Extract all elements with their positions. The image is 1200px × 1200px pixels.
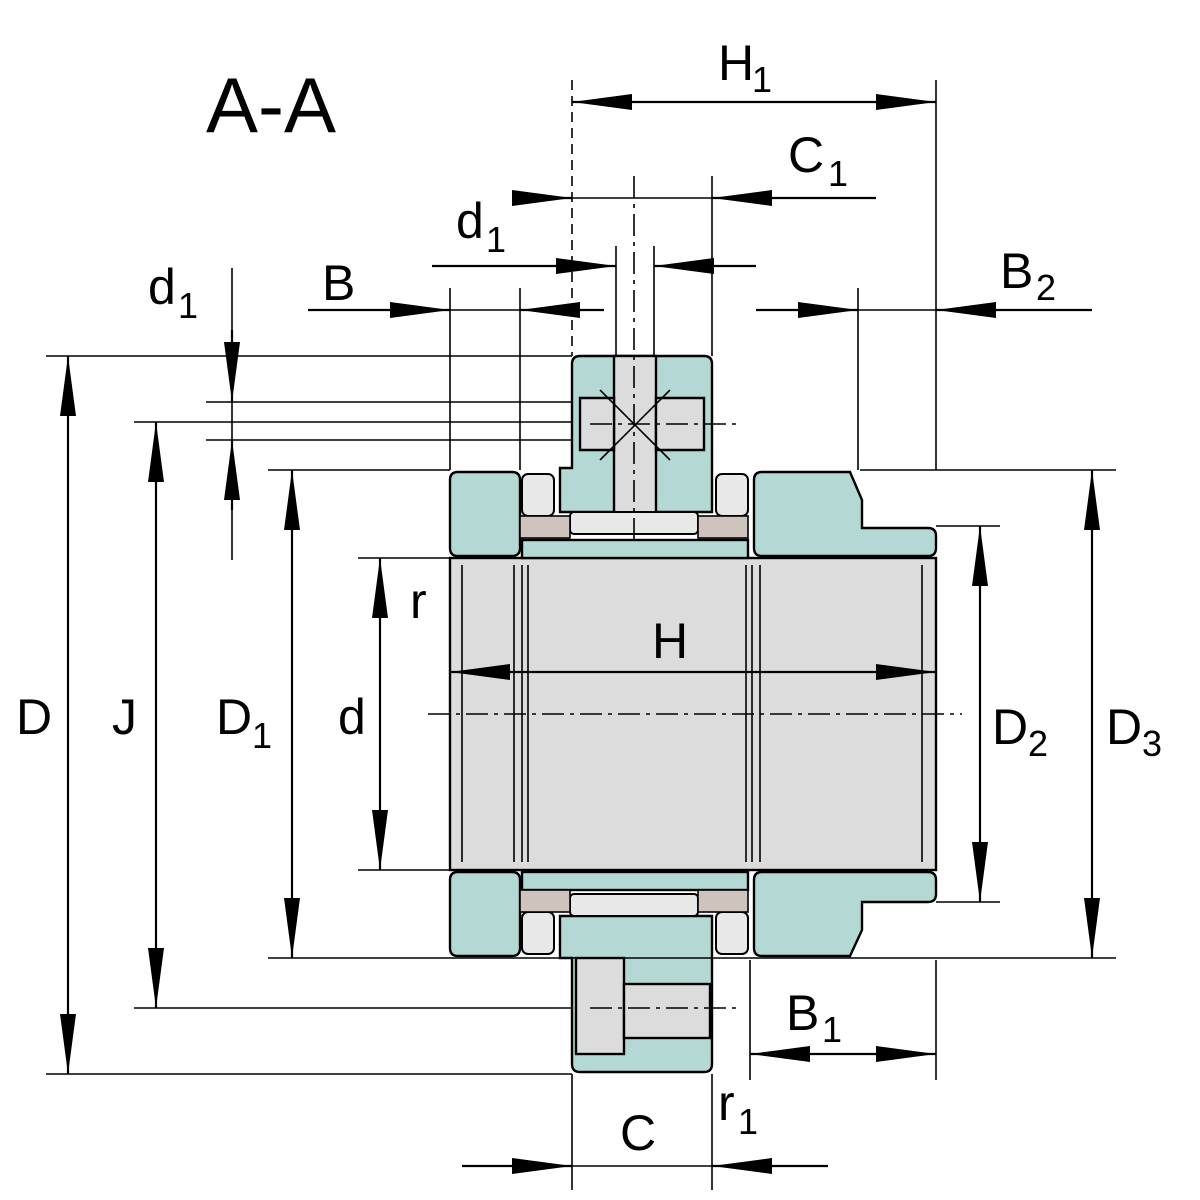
svg-text:1: 1 (822, 1009, 842, 1050)
label-d1-top: d 1 (456, 193, 506, 260)
svg-text:C: C (620, 1105, 656, 1161)
label-B: B (322, 255, 355, 311)
label-C1: C 1 (788, 127, 848, 194)
label-B1: B 1 (786, 985, 842, 1050)
svg-text:1: 1 (738, 1101, 758, 1142)
svg-text:r: r (718, 1075, 735, 1131)
upper-rollers (519, 473, 749, 539)
lower-left-ring (448, 870, 522, 958)
svg-text:1: 1 (486, 219, 506, 260)
svg-text:H: H (718, 35, 754, 91)
svg-text:D: D (992, 699, 1028, 755)
svg-text:d: d (148, 259, 176, 315)
section-title: A-A (206, 61, 336, 149)
lower-flange (558, 914, 714, 1074)
label-H1: H 1 (718, 35, 772, 100)
svg-text:C: C (788, 127, 824, 183)
label-d: d (338, 689, 366, 745)
upper-right-ring (752, 470, 938, 558)
label-r1: r 1 (718, 1075, 758, 1142)
upper-left-ring (448, 470, 522, 558)
svg-text:B: B (786, 985, 819, 1041)
center-lines (428, 176, 962, 1009)
label-r: r (410, 573, 427, 629)
upper-flange (558, 354, 714, 518)
svg-text:H: H (652, 613, 688, 669)
svg-text:D: D (216, 689, 252, 745)
svg-text:2: 2 (1036, 267, 1056, 308)
label-d1-left: d 1 (148, 259, 198, 326)
svg-text:1: 1 (752, 59, 772, 100)
extension-lines (46, 80, 1116, 1190)
label-H: H (652, 613, 688, 669)
label-B2: B 2 (1000, 243, 1056, 308)
svg-text:D: D (1106, 699, 1142, 755)
label-D1: D 1 (216, 689, 272, 756)
svg-text:1: 1 (828, 153, 848, 194)
svg-text:1: 1 (178, 285, 198, 326)
svg-text:2: 2 (1028, 723, 1048, 764)
lower-right-ring (752, 870, 938, 958)
svg-text:J: J (112, 689, 137, 745)
dimension-lines (60, 94, 1100, 1174)
label-J: J (112, 689, 137, 745)
svg-text:B: B (322, 255, 355, 311)
svg-text:D: D (16, 689, 52, 745)
lower-rollers (519, 889, 749, 955)
svg-text:1: 1 (252, 715, 272, 756)
label-C: C (620, 1105, 656, 1161)
svg-text:r: r (410, 573, 427, 629)
svg-text:d: d (456, 193, 484, 249)
svg-text:3: 3 (1142, 723, 1162, 764)
lower-inner-ring (520, 870, 750, 892)
upper-inner-ring (520, 538, 750, 560)
label-D2: D 2 (992, 699, 1048, 764)
svg-text:d: d (338, 689, 366, 745)
label-D: D (16, 689, 52, 745)
svg-text:B: B (1000, 243, 1033, 299)
label-D3: D 3 (1106, 699, 1162, 764)
